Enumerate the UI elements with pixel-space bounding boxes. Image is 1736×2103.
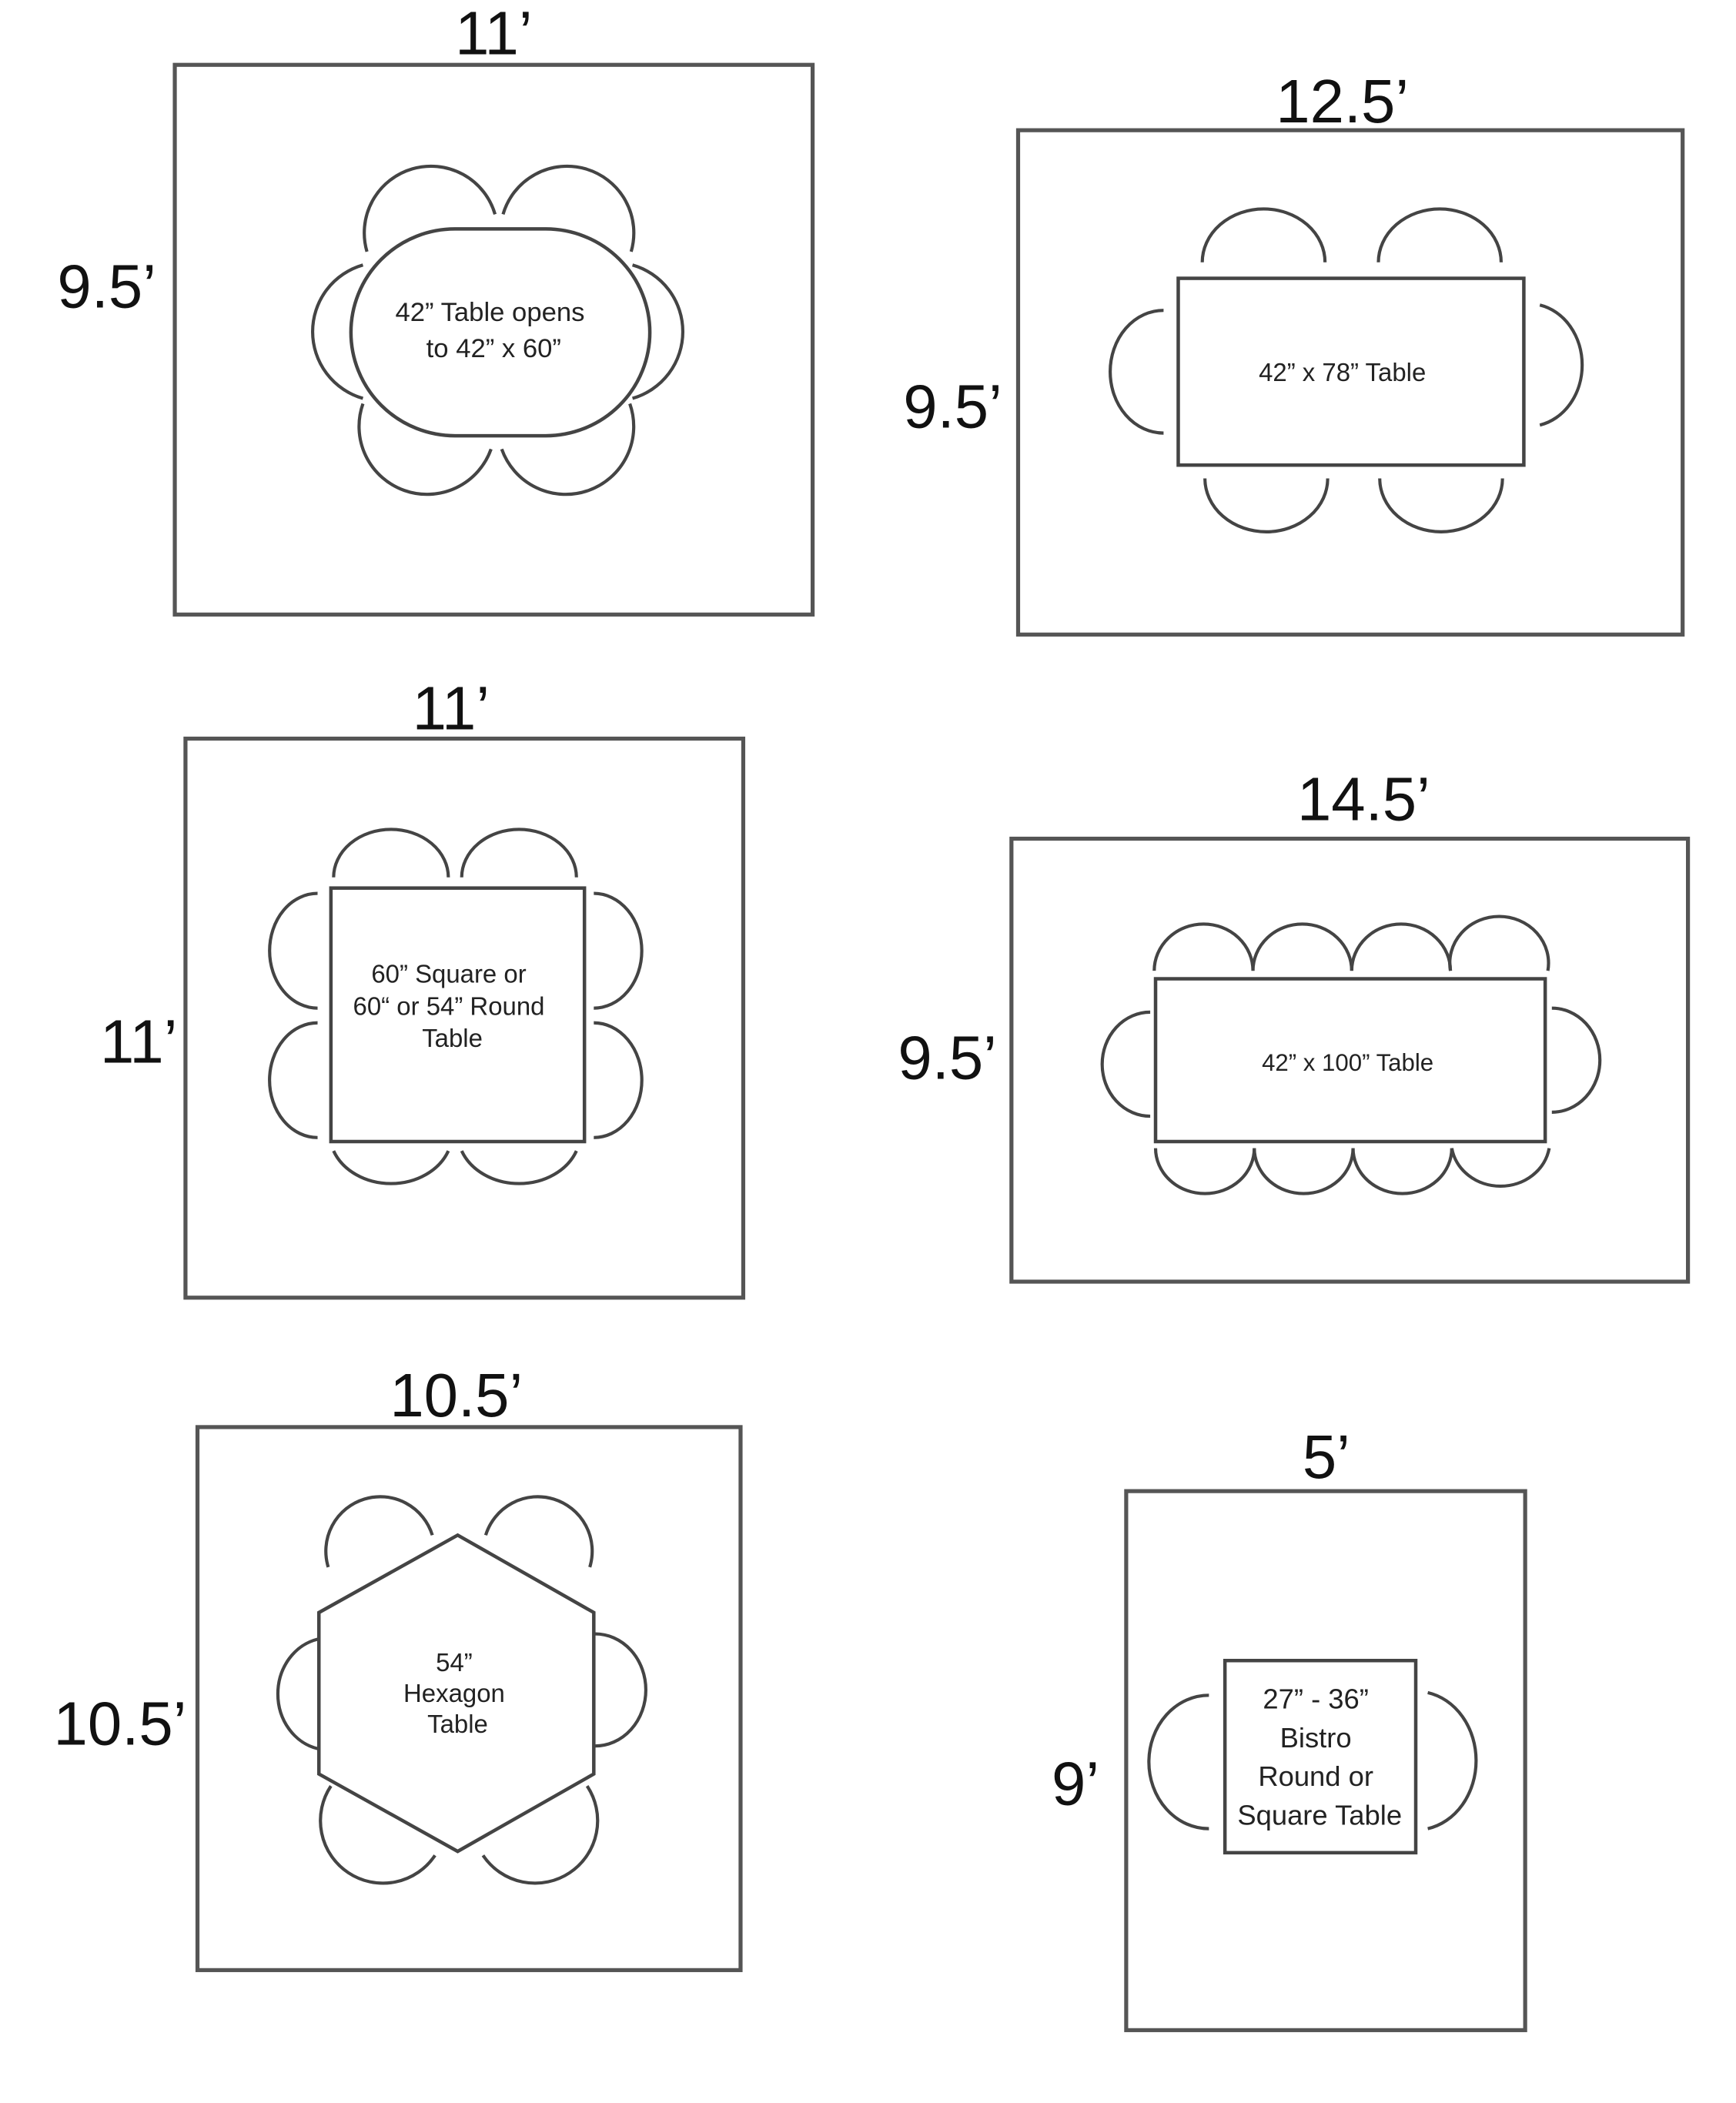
chair	[268, 891, 318, 1010]
chair	[594, 1021, 644, 1139]
room-outline	[1015, 128, 1685, 637]
layout-rectangle-table-6: 12.5’ 9.5’ 42” x 78” Table	[903, 67, 1685, 637]
room-height-label: 9.5’	[57, 252, 156, 321]
room-width-label: 10.5’	[390, 1361, 523, 1429]
layout-rectangle-table-10: 14.5’ 9.5’ 42” x 100” Table	[898, 764, 1691, 1284]
chair	[1152, 922, 1255, 971]
room-height-label: 9.5’	[903, 373, 1002, 441]
square-table	[329, 886, 587, 1144]
chair	[1351, 1148, 1453, 1195]
hexagon-table	[317, 1533, 596, 1854]
chair	[1251, 922, 1353, 971]
room-outline	[172, 62, 815, 617]
chair	[501, 164, 636, 252]
layout-hexagon-table: 10.5’ 10.5’ 54” Hexagon Table	[54, 1361, 743, 1972]
chair	[1147, 1693, 1209, 1831]
layout-bistro-table: 5’ 9’ 27” - 36” Bistro Round or Square T…	[1052, 1423, 1527, 2032]
chair	[332, 827, 450, 878]
chair	[1203, 478, 1330, 533]
room-outline	[1124, 1489, 1527, 2032]
chair	[460, 827, 578, 878]
chair	[332, 1150, 450, 1185]
chair	[1448, 914, 1550, 971]
chair	[1100, 1010, 1151, 1118]
table-label: 27” - 36” Bistro Round or Square Table	[1237, 1683, 1402, 1831]
chair	[481, 1785, 600, 1885]
chair	[1551, 1006, 1602, 1114]
rectangle-table	[1176, 276, 1526, 467]
chair	[1539, 303, 1584, 427]
chair	[594, 891, 644, 1010]
room-width-label: 11’	[413, 674, 490, 742]
table-label: 60” Square or 60“ or 54” Round Table	[353, 960, 552, 1052]
chair	[276, 1637, 319, 1750]
chair	[632, 263, 685, 400]
room-height-label: 10.5’	[54, 1689, 187, 1757]
bistro-table	[1223, 1658, 1418, 1855]
room-height-label: 11’	[100, 1008, 177, 1076]
room-width-label: 12.5’	[1276, 67, 1409, 135]
chair	[268, 1021, 318, 1139]
chair	[357, 403, 493, 496]
chair	[1109, 309, 1164, 435]
chair	[1378, 478, 1504, 533]
chair	[1153, 1148, 1256, 1195]
chair	[1427, 1690, 1478, 1831]
room-width-label: 5’	[1303, 1423, 1350, 1491]
chair	[363, 164, 497, 252]
table-label: 42” Table opens to 42” x 60”	[395, 298, 592, 363]
room-height-label: 9.5’	[898, 1024, 997, 1092]
chair	[1200, 207, 1327, 262]
table-label: 54” Hexagon Table	[403, 1648, 512, 1738]
chair	[595, 1632, 647, 1748]
table-label: 42” x 78” Table	[1259, 358, 1426, 386]
room-width-label: 11’	[455, 0, 532, 67]
chair	[1350, 922, 1453, 971]
chair	[311, 263, 364, 400]
chair	[483, 1495, 594, 1568]
oval-table	[349, 227, 652, 438]
chair	[500, 403, 636, 496]
rectangle-table	[1153, 977, 1547, 1144]
table-label: 42” x 100” Table	[1262, 1049, 1433, 1076]
room-outline	[183, 736, 746, 1300]
chair	[319, 1785, 437, 1885]
chair	[1376, 207, 1504, 262]
chair	[1450, 1148, 1551, 1189]
room-outline	[195, 1425, 743, 1972]
chair	[324, 1495, 434, 1568]
layout-oval-table: 11’ 9.5’ 42” Table opens to 42” x 60”	[57, 0, 815, 617]
layout-square-table: 11’ 11’ 60” Square or 60“ or 54” Round T…	[100, 674, 746, 1300]
room-height-label: 9’	[1052, 1749, 1099, 1817]
chair	[460, 1150, 578, 1185]
room-width-label: 14.5’	[1297, 764, 1430, 833]
chair	[1253, 1148, 1355, 1195]
room-outline	[1009, 836, 1691, 1284]
